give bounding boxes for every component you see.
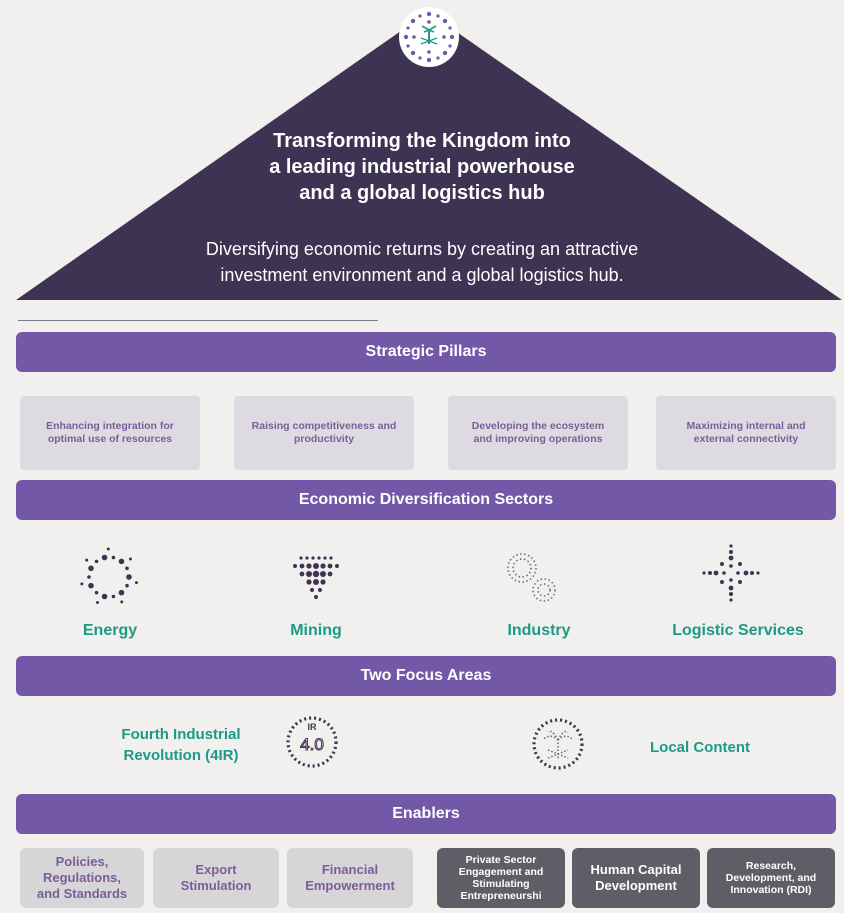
roof-banner — [16, 12, 842, 300]
sector-label-mining: Mining — [290, 622, 342, 639]
enabler-card: Export Stimulation — [153, 848, 279, 908]
mining-icon — [293, 556, 339, 599]
enabler-card: Research, Development, and Innovation (R… — [707, 848, 835, 908]
sectors-header: Economic Diversification Sectors — [16, 480, 836, 520]
enabler-line: and Standards — [36, 886, 128, 901]
pillar-card: Maximizing internal and external connect… — [656, 396, 836, 470]
sector-label-industry: Industry — [507, 622, 571, 639]
enabler-card: Private Sector Engagement and Stimulatin… — [437, 848, 565, 908]
headline-line: Transforming the Kingdom into — [273, 130, 571, 152]
enablers-header: Enablers — [16, 794, 836, 834]
energy-icon — [80, 547, 138, 605]
enabler-line: Financial — [321, 862, 379, 877]
focus-label-4ir: Fourth Industrial Revolution (4IR) — [106, 724, 256, 766]
sector-label-energy: Energy — [82, 622, 138, 639]
vision-emblem-icon — [399, 7, 459, 67]
subline-line: Diversifying economic returns by creatin… — [205, 239, 639, 259]
focus-label-line: Revolution (4IR) — [123, 747, 239, 764]
ir40-icon-top: IR — [308, 722, 318, 732]
enabler-line: Research, — [745, 860, 797, 872]
focus-areas-header: Two Focus Areas — [16, 656, 836, 696]
enabler-line: Stimulation — [180, 878, 252, 893]
enabler-line: Stimulating — [472, 878, 530, 890]
enabler-line: Private Sector — [465, 854, 537, 866]
pillar-card: Raising competitiveness and productivity — [234, 396, 414, 470]
pillar-card: Developing the ecosystem and improving o… — [448, 396, 628, 470]
enabler-line: Innovation (RDI) — [730, 884, 812, 896]
pillar-label: Raising competitiveness and productivity — [251, 420, 397, 445]
enabler-card: Policies, Regulations, and Standards — [20, 848, 144, 908]
sector-label-logistics: Logistic Services — [672, 622, 804, 639]
vision-headline: Transforming the Kingdom into a leading … — [180, 128, 664, 206]
enabler-line: Regulations, — [42, 870, 121, 885]
industry-icon — [507, 553, 556, 602]
enabler-line: Development, and — [725, 872, 817, 884]
pillar-label: Enhancing integration for optimal use of… — [46, 420, 174, 445]
ir40-icon-main: 4.0 — [300, 735, 324, 754]
enabler-line: Human Capital — [590, 862, 682, 877]
pillar-card: Enhancing integration for optimal use of… — [20, 396, 200, 470]
ir40-icon: IR 4.0 — [286, 716, 338, 768]
enabler-line: Export — [195, 862, 237, 877]
enabler-line: Empowerment — [305, 878, 395, 893]
enabler-line: Engagement and — [458, 866, 544, 878]
enabler-card: Human Capital Development — [572, 848, 700, 908]
enabler-card: Financial Empowerment — [287, 848, 413, 908]
vision-subline: Diversifying economic returns by creatin… — [120, 236, 724, 288]
pillar-label: Maximizing internal and external connect… — [686, 420, 806, 445]
pillar-label: Developing the ecosystem and improving o… — [471, 420, 605, 445]
logistics-icon — [702, 544, 760, 602]
subline-line: investment environment and a global logi… — [220, 265, 624, 285]
local-content-icon — [532, 718, 584, 770]
focus-label-local-content: Local Content — [650, 739, 750, 756]
headline-line: and a global logistics hub — [299, 182, 545, 204]
focus-label-line: Fourth Industrial — [121, 726, 241, 743]
enabler-line: Development — [595, 878, 677, 893]
strategic-pillars-header: Strategic Pillars — [16, 332, 836, 372]
enabler-line: Policies, — [55, 854, 109, 869]
enabler-line: Entrepreneurshi — [460, 890, 542, 902]
headline-line: a leading industrial powerhouse — [269, 156, 575, 178]
divider — [18, 320, 378, 321]
